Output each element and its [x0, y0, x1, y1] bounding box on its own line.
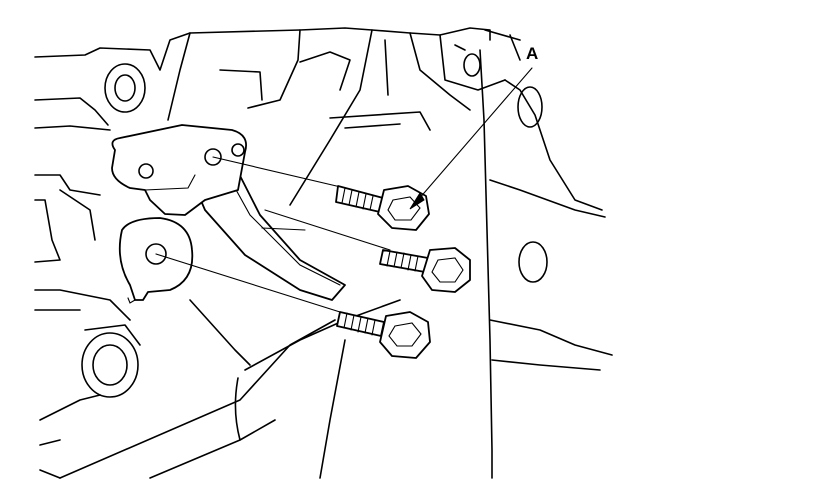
callout-a-leader — [409, 67, 533, 210]
bolt-guide-lines — [155, 156, 391, 313]
transmission-housing — [454, 29, 613, 479]
bolt-upper — [335, 185, 430, 231]
bolt-lower — [336, 311, 431, 359]
mount-bracket — [111, 124, 346, 304]
bolt-middle — [379, 247, 471, 293]
engine-block-outline — [34, 27, 506, 479]
callout-a-label: A — [526, 44, 539, 63]
